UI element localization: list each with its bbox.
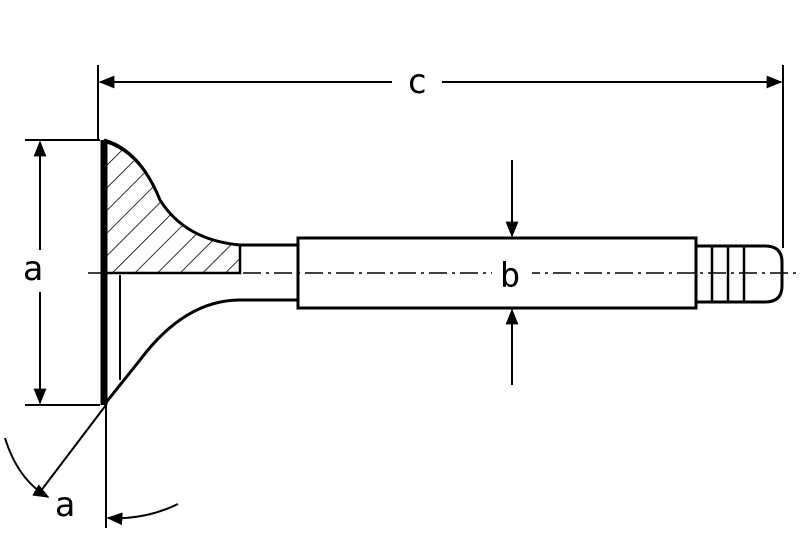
angle-arc-left [4, 437, 50, 498]
angle-arcs [4, 437, 179, 526]
label-a-angle: a [55, 485, 75, 525]
label-b-bg [492, 256, 532, 292]
valve-fillet-bottom [102, 298, 298, 406]
ext-line-seat-angle [39, 404, 107, 493]
label-b: b [500, 256, 520, 296]
extension-lines [25, 65, 784, 528]
valve-body [100, 138, 784, 406]
label-c-bg [396, 58, 438, 100]
label-c: c [407, 62, 427, 102]
label-a-head-bg [18, 250, 62, 292]
valve-tip [696, 244, 784, 304]
angle-arc-right [106, 503, 179, 526]
valve-section-hatch [104, 140, 242, 275]
label-a-head: a [23, 249, 43, 289]
